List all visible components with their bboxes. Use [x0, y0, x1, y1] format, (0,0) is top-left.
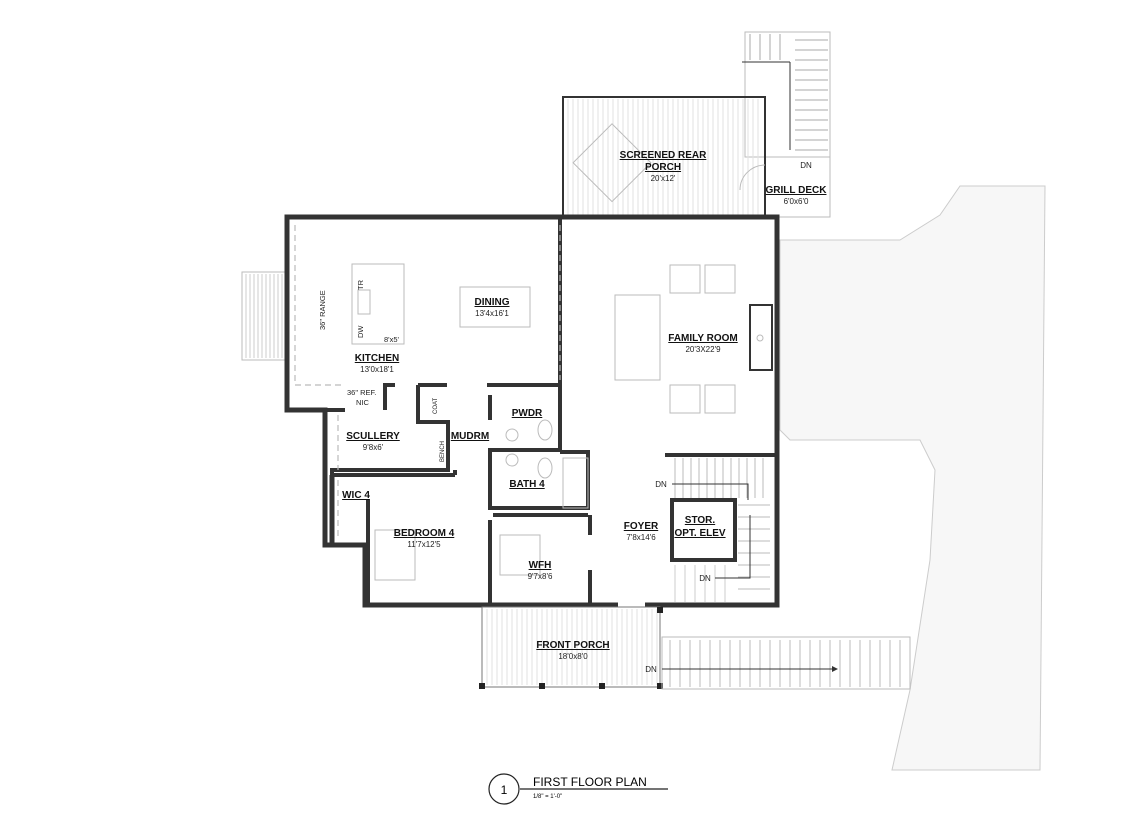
room-label: GRILL DECK	[766, 185, 828, 196]
ref-note: NIC	[356, 398, 370, 407]
room-size: 13'0x18'1	[360, 365, 394, 374]
exterior-bump	[241, 271, 288, 361]
dashed-lines	[294, 225, 561, 540]
room-label: WFH	[529, 560, 552, 571]
furniture	[351, 263, 773, 581]
interior-stairs	[674, 458, 770, 602]
room-label: PWDR	[512, 408, 543, 419]
plan-scale: 1/8" = 1'-0"	[533, 794, 562, 800]
stair-arrows	[672, 483, 751, 579]
room-label: BATH 4	[509, 479, 545, 490]
room-label: BEDROOM 4	[394, 528, 455, 539]
room-label: OPT. ELEV	[674, 528, 725, 539]
room-label: FOYER	[624, 521, 659, 532]
room-label: SCULLERY	[346, 431, 400, 442]
room-size: 9'7x8'6	[528, 572, 553, 581]
room-label: WIC 4	[342, 490, 370, 501]
dn-label: DN	[655, 480, 667, 489]
room-size: 11'7x12'5	[407, 540, 441, 549]
island-size: 8'x5'	[384, 335, 400, 344]
room-size: 6'0x6'0	[784, 197, 809, 206]
room-label: FRONT PORCH	[536, 640, 609, 651]
room-size: 7'8x14'6	[626, 533, 656, 542]
room-size: 18'0x8'0	[558, 652, 588, 661]
exterior-walls	[284, 214, 780, 608]
room-label: STOR.	[685, 515, 716, 526]
room-size: 20'3X22'9	[685, 345, 721, 354]
dn-label: DN	[699, 574, 711, 583]
room-label: MUDRM	[451, 431, 489, 442]
tr-note: TR	[356, 279, 365, 290]
front-steps	[661, 636, 911, 690]
bench-note: BENCH	[440, 441, 446, 462]
plan-title: FIRST FLOOR PLAN	[533, 775, 647, 789]
ref-note: 36" REF.	[347, 388, 376, 397]
room-label: PORCH	[645, 162, 681, 173]
screened-rear-porch	[562, 96, 766, 218]
room-size: 13'4x16'1	[475, 309, 509, 318]
coat-note: COAT	[433, 397, 439, 414]
room-size: 20'x12'	[651, 174, 676, 183]
room-label: KITCHEN	[355, 353, 399, 364]
title-block: 1 FIRST FLOOR PLAN 1/8" = 1'-0"	[488, 773, 668, 805]
range-note: 36" RANGE	[318, 290, 327, 330]
dn-label: DN	[800, 161, 812, 170]
room-size: 9'8x6'	[363, 443, 384, 452]
rear-stairs	[742, 31, 831, 158]
site-hatch	[779, 185, 1046, 771]
room-label: DINING	[475, 297, 510, 308]
front-porch	[479, 606, 663, 689]
dw-note: DW	[356, 325, 365, 338]
dn-label: DN	[645, 665, 657, 674]
drawing-number: 1	[501, 783, 508, 797]
room-label: FAMILY ROOM	[668, 333, 737, 344]
room-label: SCREENED REAR	[620, 150, 707, 161]
